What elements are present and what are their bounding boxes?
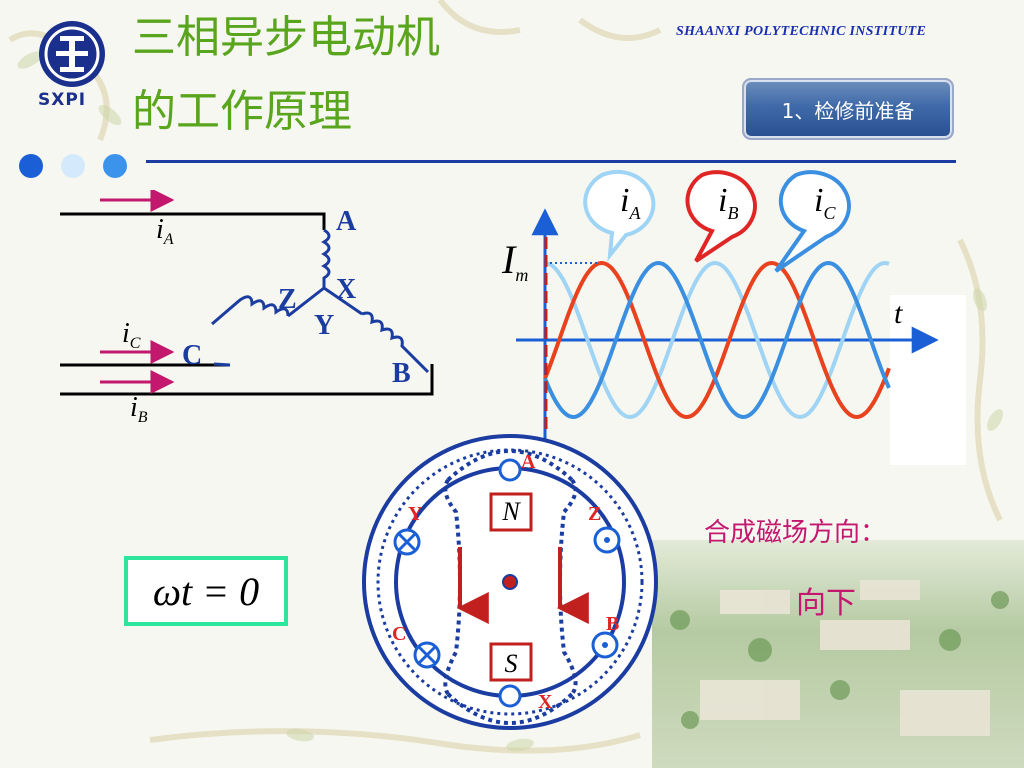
formula-box: ωt = 0 — [124, 556, 288, 626]
svg-text:iA: iA — [620, 182, 641, 223]
legend-ib: iB — [685, 170, 757, 263]
legend-ic: iC — [774, 170, 851, 273]
terminal-z: Z — [278, 284, 297, 315]
t-axis-label: t — [894, 297, 903, 330]
logo-text: SXPI — [38, 90, 87, 110]
conductor-a — [498, 458, 522, 482]
slot-label-z: Z — [588, 503, 601, 525]
institute-name: SHAANXI POLYTECHNIC INSTITUTE — [676, 24, 927, 39]
motor-cross-section: N S A Y Z C B X — [362, 434, 658, 730]
current-label-b: iB — [130, 392, 148, 426]
slot-label-b: B — [606, 613, 619, 635]
slot-label-x: X — [538, 691, 553, 713]
dot-1 — [19, 154, 43, 178]
im-label: Im — [501, 237, 528, 285]
three-phase-waveform: Im t iA iB iC — [501, 169, 966, 465]
slot-label-c: C — [392, 623, 406, 645]
terminal-c: C — [182, 340, 202, 371]
svg-text:iC: iC — [814, 182, 836, 223]
dot-2 — [61, 154, 85, 178]
pole-s-label: S — [505, 649, 518, 678]
formula-text: ωt = 0 — [152, 568, 260, 614]
conductor-x — [498, 684, 522, 708]
pole-n-label: N — [501, 497, 521, 526]
section-button[interactable]: 1、检修前准备 — [742, 78, 954, 140]
dot-3 — [103, 154, 127, 178]
conductor-z — [593, 526, 621, 554]
svg-text:iB: iB — [718, 182, 738, 223]
waveform-ic — [543, 260, 891, 420]
waveform-ib — [543, 260, 891, 420]
page-title-line1: 三相异步电动机 — [132, 12, 440, 63]
terminal-x: X — [336, 274, 356, 305]
waveform-mask — [890, 295, 966, 465]
conductor-c — [413, 641, 441, 669]
pole-s-box — [489, 642, 533, 682]
pole-n-box — [489, 492, 533, 532]
result-label: 合成磁场方向： — [704, 518, 887, 548]
winding-circuit-diagram: A X Z Y C B iA iC iB — [60, 190, 434, 426]
header-divider — [19, 154, 956, 178]
sxpi-logo-icon — [39, 21, 105, 87]
conductor-b — [591, 631, 619, 659]
page-title-line2: 的工作原理 — [132, 86, 352, 137]
terminal-b: B — [392, 358, 411, 389]
legend-ia: iA — [583, 169, 656, 262]
result-value: 向下 — [796, 586, 856, 621]
terminal-a: A — [336, 206, 357, 237]
conductor-y — [393, 528, 421, 556]
rotor-center — [502, 574, 518, 590]
slot-label-a: A — [521, 451, 536, 473]
current-label-c: iC — [122, 318, 141, 352]
terminal-y: Y — [314, 310, 334, 341]
stator-slots — [376, 448, 644, 716]
current-label-a: iA — [156, 214, 174, 248]
slot-label-y: Y — [408, 503, 423, 525]
